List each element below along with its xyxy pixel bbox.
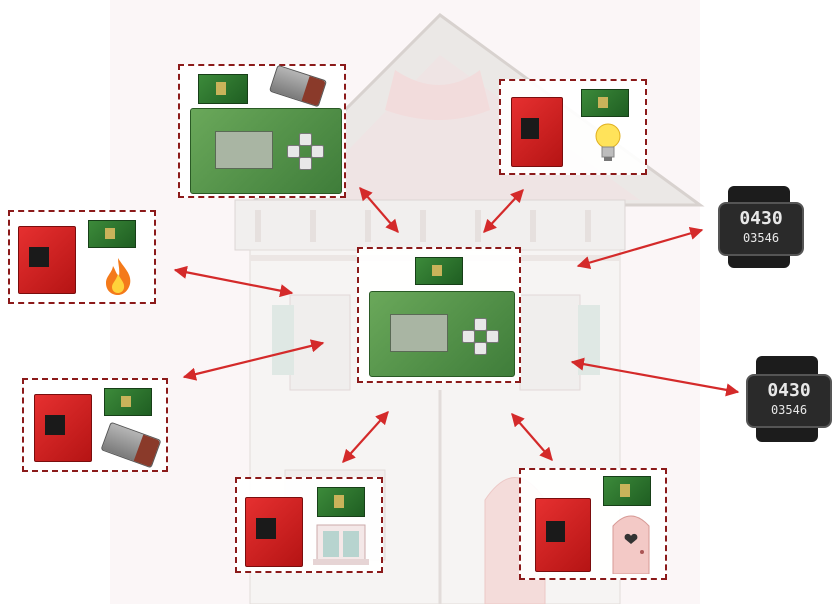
arrow-center-to-watch-bottom — [570, 357, 740, 397]
arrow-center-to-window-node — [342, 411, 389, 463]
node-center-hub — [357, 247, 521, 383]
watch-face: 0430 03546 — [718, 202, 804, 256]
launchpad-board — [535, 498, 591, 572]
light-bulb-icon — [595, 123, 621, 161]
display-dev-board — [369, 291, 515, 377]
display-dev-board — [190, 108, 342, 194]
radio-module — [415, 257, 463, 285]
arrow-center-to-top-left — [359, 187, 399, 233]
node-bottom-door-sensor — [519, 468, 667, 580]
launchpad-board — [34, 394, 92, 462]
node-left-usb-sensor — [22, 378, 168, 472]
node-top-left-devboard — [178, 64, 346, 198]
arrow-center-to-top-right — [483, 189, 524, 233]
flame-icon — [106, 258, 131, 295]
watch-time: 0430 — [739, 208, 783, 229]
radio-module — [603, 476, 651, 506]
radio-module — [198, 74, 248, 104]
launchpad-board — [245, 497, 303, 567]
radio-module — [104, 388, 152, 416]
watch-top-right: 0430 03546 — [716, 186, 804, 268]
door-icon — [612, 515, 650, 574]
node-left-fire-sensor — [8, 210, 156, 304]
watch-time: 0430 — [767, 380, 811, 401]
arrow-center-to-door-node — [511, 413, 553, 461]
usb-stick-icon — [100, 421, 162, 469]
node-top-right-light — [499, 79, 647, 175]
arrow-center-to-watch-top — [576, 226, 704, 270]
radio-module — [317, 487, 365, 517]
usb-stick-icon — [268, 64, 328, 108]
watch-bottom-right: 0430 03546 — [744, 356, 832, 442]
launchpad-board — [18, 226, 76, 294]
arrow-center-to-usb-node — [182, 339, 325, 381]
radio-module — [581, 89, 629, 117]
launchpad-board — [511, 97, 563, 167]
watch-subtext: 03546 — [742, 230, 780, 245]
radio-module — [88, 220, 136, 248]
watch-subtext: 03546 — [770, 402, 808, 417]
node-bottom-window-sensor — [235, 477, 383, 573]
window-icon — [313, 524, 369, 565]
watch-face: 0430 03546 — [746, 374, 832, 428]
arrow-center-to-fire-node — [173, 265, 294, 298]
